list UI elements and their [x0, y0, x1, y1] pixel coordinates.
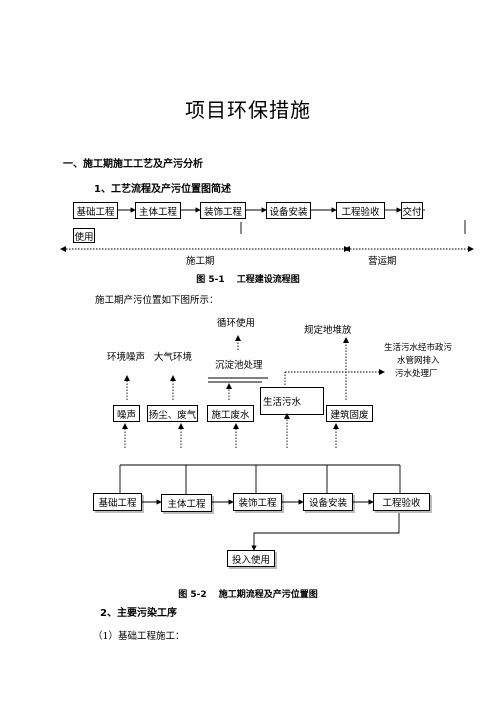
dump-label: 规定地堆放 — [304, 325, 352, 336]
construction-period-label: 施工期 — [186, 256, 215, 267]
settling-label: 沉淀池处理 — [215, 360, 263, 371]
municipal-label-2: 水管网排入 — [397, 356, 440, 366]
subsection-heading-1: 1、工艺流程及产污位置图简述 — [94, 184, 231, 195]
pollutant-solid-waste: 建筑固废 — [326, 405, 373, 422]
flow2-step-foundation: 基础工程 — [93, 493, 142, 511]
pollutant-wastewater: 施工废水 — [207, 405, 254, 422]
env-noise-label: 环境噪声 — [107, 352, 146, 363]
intro-text: 施工期产污位置如下图所示： — [95, 295, 219, 306]
municipal-label-1: 生活污水经市政污 — [384, 343, 453, 353]
recycle-label: 循环使用 — [217, 318, 256, 329]
pollutant-noise: 噪声 — [113, 405, 140, 422]
municipal-label-3: 污水处理厂 — [395, 369, 438, 379]
section-heading-1: 一、施工期施工工艺及产污分析 — [63, 159, 203, 170]
item-1-text: （1）基础工程施工： — [93, 631, 185, 642]
flow1-step-foundation: 基础工程 — [73, 202, 118, 219]
flow1-step-use: 使用 — [73, 228, 95, 243]
pollutant-sewage: 生活污水 — [260, 387, 324, 415]
atmosphere-label: 大气环境 — [154, 352, 193, 363]
figure-5-1-caption: 图 5-1 工程建设流程图 — [196, 275, 300, 285]
subsection-heading-2: 2、主要污染工序 — [100, 608, 177, 619]
flow2-step-main: 主体工程 — [161, 494, 212, 512]
flow2-step-acceptance: 工程验收 — [373, 493, 430, 511]
flow1-step-decoration: 装饰工程 — [200, 202, 246, 219]
figure-5-2-caption: 图 5-2 施工期流程及产污位置图 — [178, 590, 318, 600]
page-title: 项目环保措施 — [185, 98, 311, 122]
pollutant-dust: 扬尘、废气 — [147, 405, 198, 422]
operation-period-label: 营运期 — [368, 256, 397, 267]
flow2-final-use: 投入使用 — [227, 550, 275, 567]
